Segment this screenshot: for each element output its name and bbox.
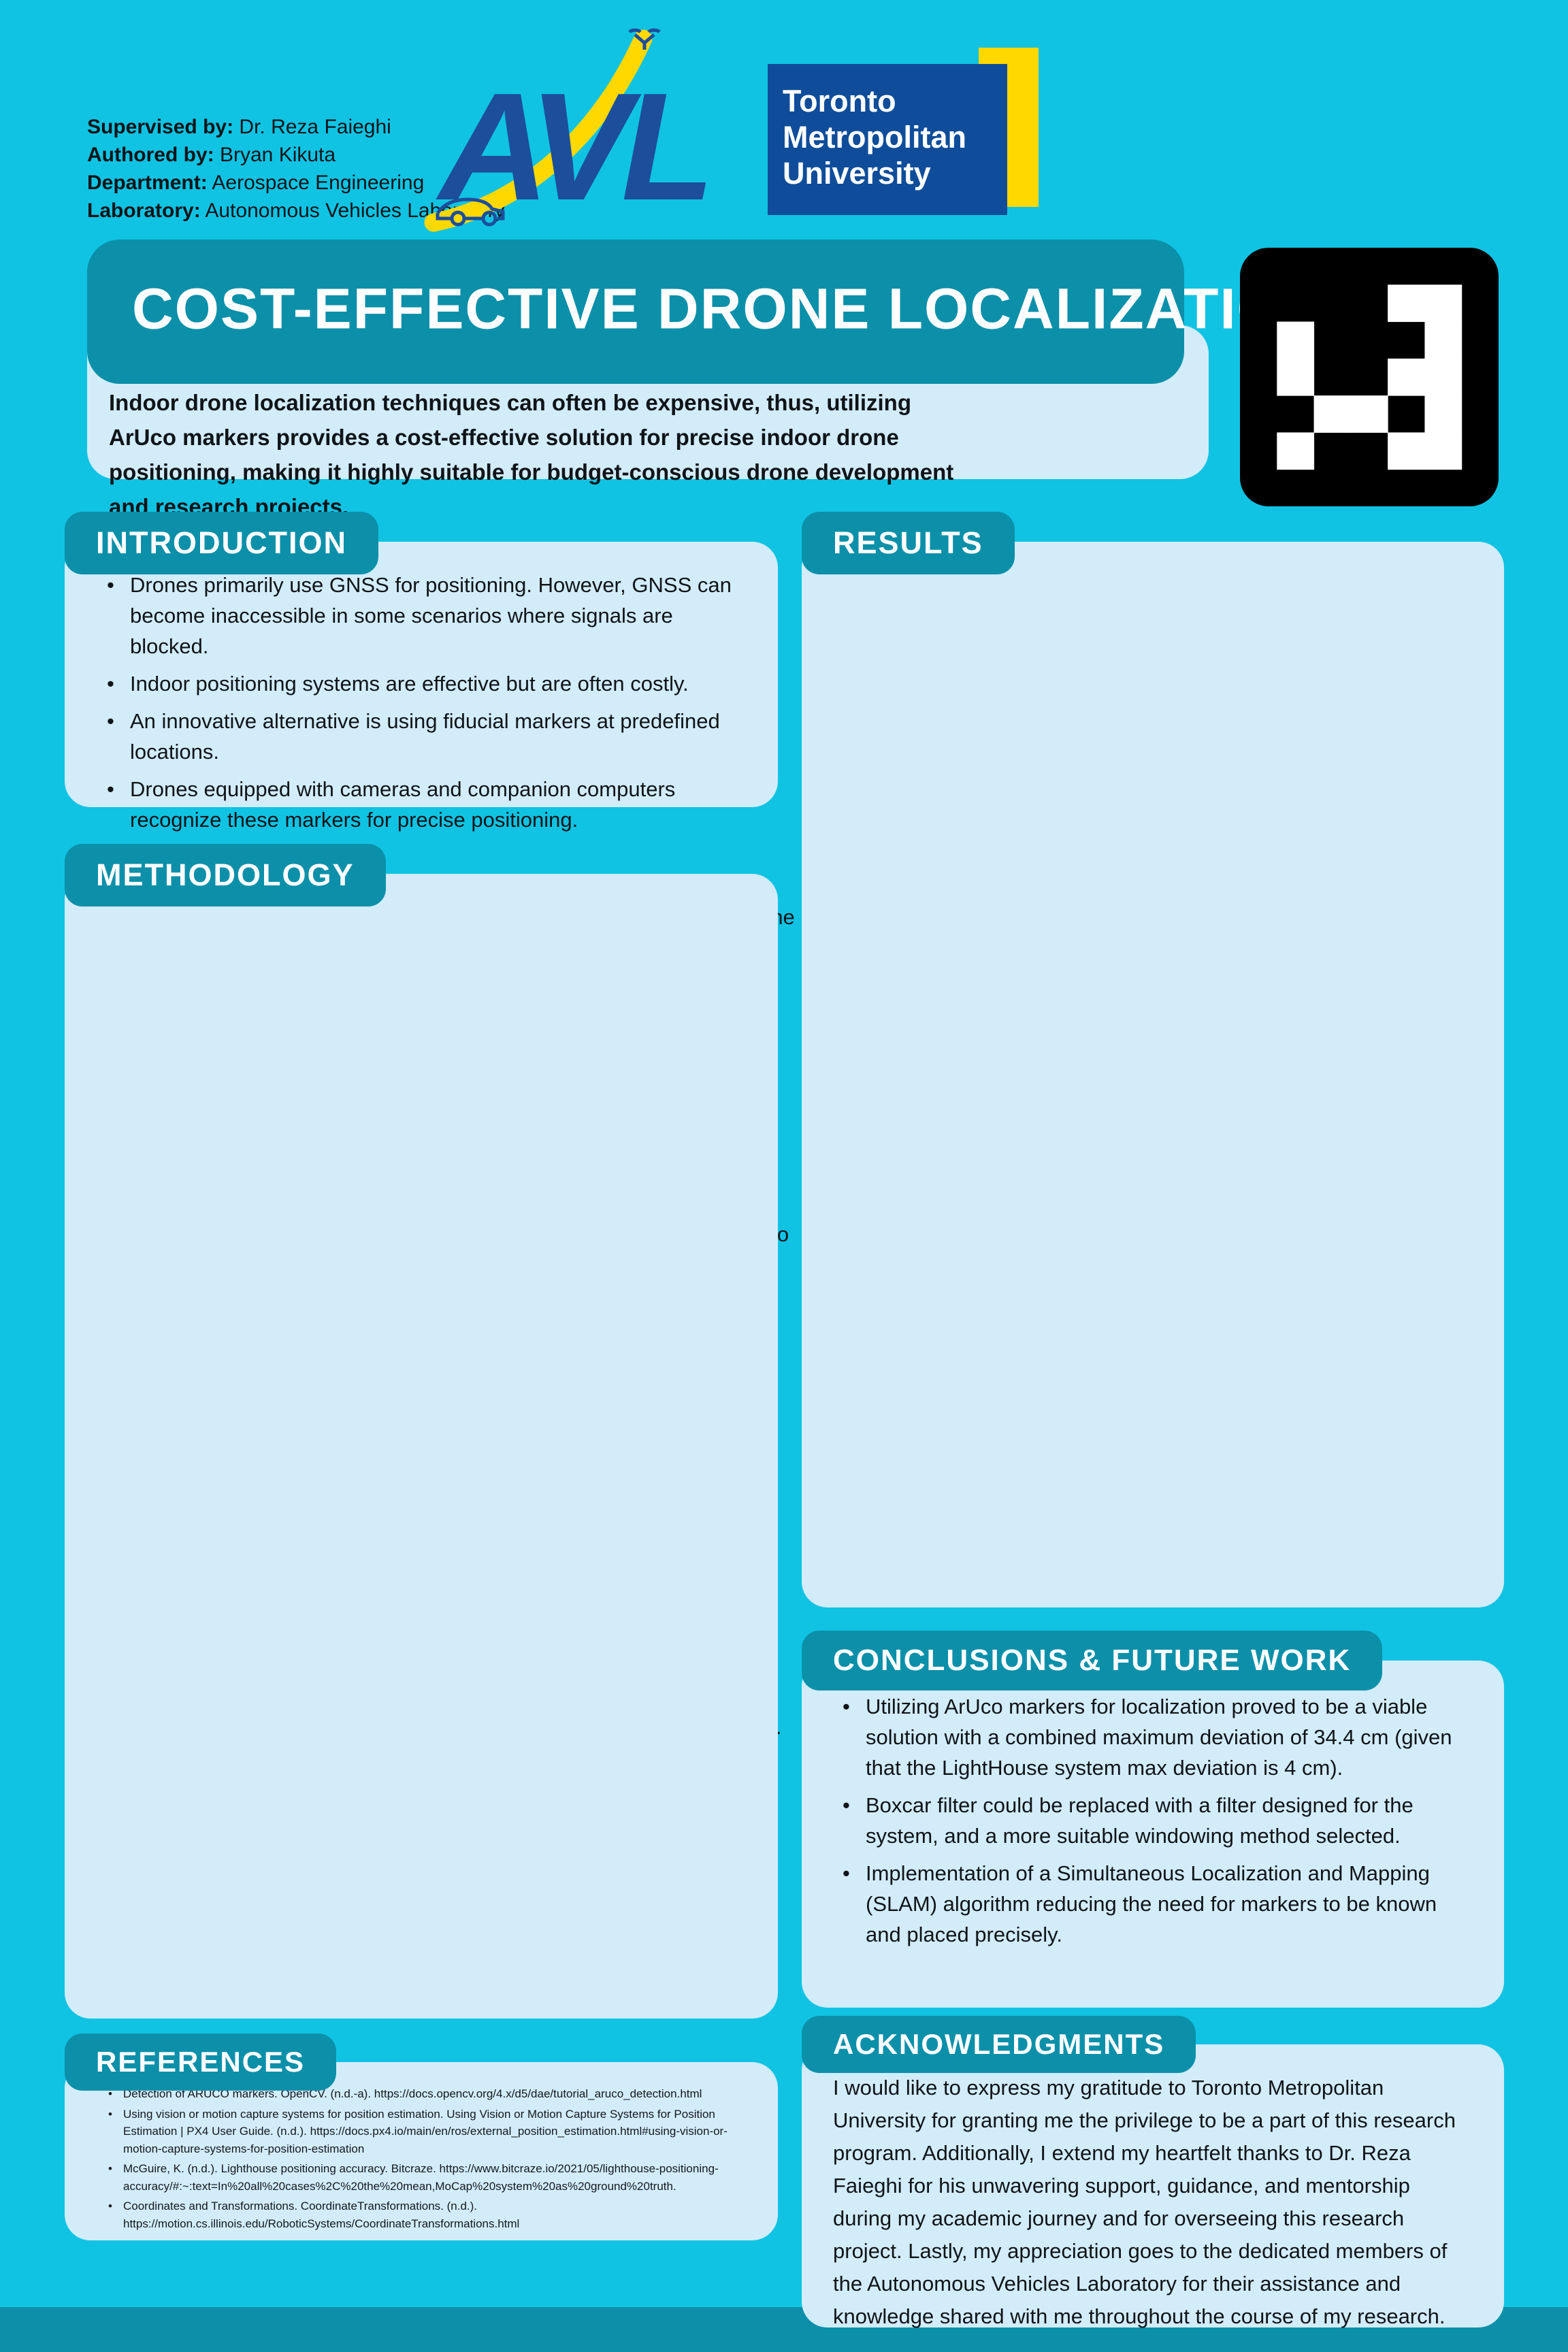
tmu-logo-blue-box: Toronto Metropolitan University [768, 64, 1007, 215]
credit-line: Authored by: Bryan Kikuta [87, 144, 336, 166]
reference-item: McGuire, K. (n.d.). Lighthouse positioni… [103, 2160, 747, 2195]
poster-title: COST-EFFECTIVE DRONE LOCALIZATION [132, 276, 1326, 341]
avl-logo: AVL [419, 24, 766, 235]
tmu-logo: Toronto Metropolitan University [768, 48, 1040, 218]
credit-line: Supervised by: Dr. Reza Faieghi [87, 116, 391, 138]
section-tab-methodology: METHODOLOGY [65, 844, 386, 906]
aruco-marker-icon [1240, 248, 1499, 506]
conclusions-panel: Utilizing ArUco markers for localization… [802, 1661, 1504, 2008]
credit-line: Department: Aerospace Engineering [87, 172, 425, 194]
section-tab-introduction: INTRODUCTION [65, 512, 378, 574]
introduction-panel: Drones primarily use GNSS for positionin… [65, 542, 778, 832]
reference-item: Coordinates and Transformations. Coordin… [103, 2198, 747, 2232]
intro-bullet: An innovative alternative is using fiduc… [100, 706, 751, 768]
conclusion-bullet: Implementation of a Simultaneous Localiz… [836, 1859, 1477, 1950]
title-banner: COST-EFFECTIVE DRONE LOCALIZATION [87, 240, 1324, 384]
intro-bullet: Drones primarily use GNSS for positionin… [100, 570, 751, 662]
intro-bullet: Indoor positioning systems are effective… [100, 669, 751, 700]
avl-swoosh [424, 29, 653, 232]
section-tab-references: REFERENCES [65, 2034, 337, 2091]
acknowledgments-panel: I would like to express my gratitude to … [802, 2044, 1504, 2328]
avl-car-icon [436, 197, 505, 227]
methodology-panel [65, 874, 778, 2019]
acknowledgments-text: I would like to express my gratitude to … [833, 2076, 1456, 2329]
conclusion-bullet: Utilizing ArUco markers for localization… [836, 1692, 1477, 1784]
references-panel: Detection of ARUCO markers. OpenCV. (n.d… [65, 2062, 778, 2240]
author-credits: Supervised by: Dr. Reza Faieghi Authored… [87, 113, 505, 225]
avl-drone-icon [628, 28, 661, 50]
avl-logo-text: AVL [436, 61, 706, 232]
section-tab-acknowledgments: ACKNOWLEDGMENTS [802, 2016, 1196, 2073]
results-panel [802, 542, 1504, 1607]
section-tab-conclusions: CONCLUSIONS & FUTURE WORK [802, 1631, 1383, 1690]
abstract-text: Indoor drone localization techniques can… [109, 390, 954, 520]
reference-item: Using vision or motion capture systems f… [103, 2106, 747, 2158]
conclusion-bullet: Boxcar filter could be replaced with a f… [836, 1791, 1477, 1852]
intro-bullet: Drones equipped with cameras and compani… [100, 774, 751, 836]
section-tab-results: RESULTS [802, 512, 1015, 574]
